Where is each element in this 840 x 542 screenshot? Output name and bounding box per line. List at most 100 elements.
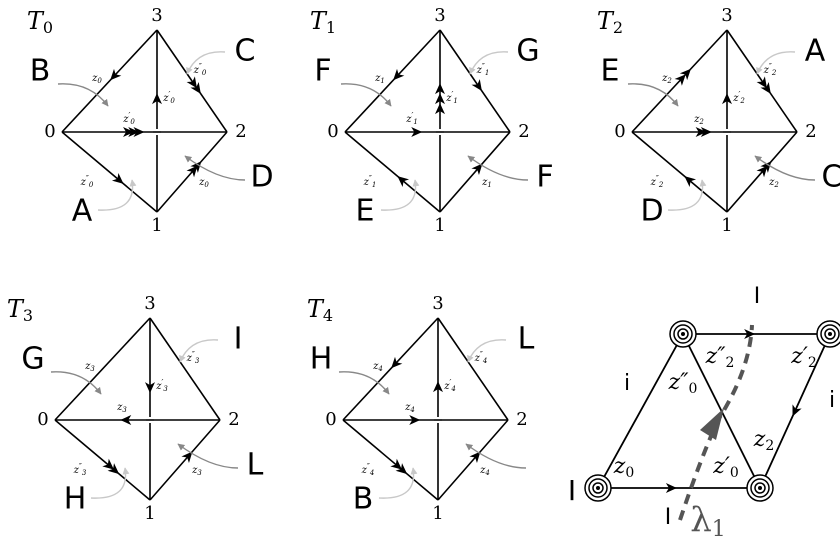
vertex-label: 3 xyxy=(721,5,732,26)
edge-label: z2 xyxy=(693,114,704,127)
edge-label: z′4 xyxy=(443,378,456,393)
edge-arrow xyxy=(792,404,802,417)
tetra-edge xyxy=(342,419,439,501)
face-pointer xyxy=(50,371,102,395)
vertex-label: 3 xyxy=(434,5,445,26)
face-pointer xyxy=(467,155,529,181)
edge-arrow xyxy=(190,161,202,173)
para-zeta-label: z″2 xyxy=(705,344,735,371)
edge-arrow xyxy=(760,81,771,94)
tetra-edge xyxy=(344,29,441,133)
vertex-label: 2 xyxy=(516,409,527,430)
edge-label: z0 xyxy=(198,177,209,190)
cusp-marker xyxy=(592,482,604,494)
edge-arrow xyxy=(391,356,403,369)
cusp-marker xyxy=(681,332,685,336)
edge-arrow xyxy=(722,93,732,105)
edge-label: z″2 xyxy=(650,174,664,189)
cusp-marker xyxy=(758,486,762,490)
cusp-marker xyxy=(824,328,836,340)
face-letter: D xyxy=(640,194,663,229)
face-pointer xyxy=(754,155,816,181)
edge-arrow xyxy=(700,127,712,137)
face-letter: L xyxy=(247,448,264,483)
edge-arrow xyxy=(145,382,155,394)
vertex-label: 3 xyxy=(151,5,162,26)
face-pointer xyxy=(179,339,219,363)
face-letter: F xyxy=(536,160,553,195)
edge-label: z4 xyxy=(479,465,490,478)
face-letter: B xyxy=(30,54,51,89)
edge-arrow xyxy=(107,463,120,475)
vertex-label: 0 xyxy=(327,121,338,142)
cusp-marker xyxy=(750,478,770,498)
edge-arrow xyxy=(760,161,772,173)
edge-label: z″3 xyxy=(73,462,87,477)
vertex-label: 3 xyxy=(432,293,443,314)
tetra-edge xyxy=(156,131,228,213)
edge-arrow xyxy=(679,68,691,81)
tetra-edge xyxy=(726,29,798,133)
vertex-label: 2 xyxy=(518,121,529,142)
face-pointer xyxy=(184,155,246,181)
vertex-label: 2 xyxy=(235,121,246,142)
tetra-edge xyxy=(437,317,509,421)
vertex-label: 2 xyxy=(228,409,239,430)
face-pointer xyxy=(469,51,509,75)
face-letter: D xyxy=(250,160,273,195)
edge-label: z1 xyxy=(374,73,385,86)
edge-arrow xyxy=(390,458,402,470)
edge-label: z″4 xyxy=(474,350,488,365)
edge-label: z′3 xyxy=(155,378,168,393)
para-zeta-label: z0 xyxy=(613,454,635,481)
edge-arrow xyxy=(471,163,483,176)
edge-arrow xyxy=(695,127,707,137)
cusp-marker xyxy=(820,324,840,344)
edge-arrow xyxy=(435,93,445,105)
edge-arrow xyxy=(133,127,145,137)
face-letter: I xyxy=(234,322,243,357)
face-pointer xyxy=(57,83,109,107)
tetra-edge xyxy=(149,317,221,421)
para-zeta-label: z′2 xyxy=(790,344,817,371)
vertex-label: 1 xyxy=(721,215,732,236)
edge-arrow xyxy=(684,176,697,188)
edge-arrow xyxy=(471,79,482,92)
edge-label: z′0 xyxy=(162,90,175,105)
face-letter: A xyxy=(805,34,826,69)
edge-arrow xyxy=(123,127,135,137)
cusp-marker xyxy=(596,486,600,490)
face-letter: H xyxy=(64,482,87,517)
edge-label: z″0 xyxy=(80,174,94,189)
edge-label: z′1 xyxy=(445,90,458,105)
edge-label: z3 xyxy=(84,361,95,374)
edge-arrow xyxy=(110,68,122,81)
edge-arrow xyxy=(433,381,443,393)
tetra-edge xyxy=(54,419,151,501)
cusp-marker xyxy=(754,482,766,494)
edge-arrow xyxy=(395,463,408,475)
edge-label: z0 xyxy=(91,73,102,86)
vertex-label: 0 xyxy=(325,409,336,430)
cusp-marker xyxy=(828,332,832,336)
tetra-edge xyxy=(631,131,728,213)
edge-label: z″1 xyxy=(476,62,490,77)
tetra-title: T1 xyxy=(310,7,336,37)
face-pointer xyxy=(380,179,420,211)
edge-label: z″1 xyxy=(363,174,377,189)
vertex-label: 1 xyxy=(432,503,443,524)
vertex-label: 3 xyxy=(144,293,155,314)
vertex-label: 0 xyxy=(44,121,55,142)
face-letter: F xyxy=(314,54,331,89)
vertex-label: 2 xyxy=(805,121,816,142)
vertex-label: 1 xyxy=(151,215,162,236)
para-left-edge-label: i xyxy=(624,371,630,396)
vertex-label: 0 xyxy=(37,409,48,430)
para-bottom-left-label: I xyxy=(568,474,576,507)
edge-arrow xyxy=(111,172,124,184)
edge-arrow xyxy=(186,165,198,178)
face-letter: E xyxy=(356,194,375,229)
